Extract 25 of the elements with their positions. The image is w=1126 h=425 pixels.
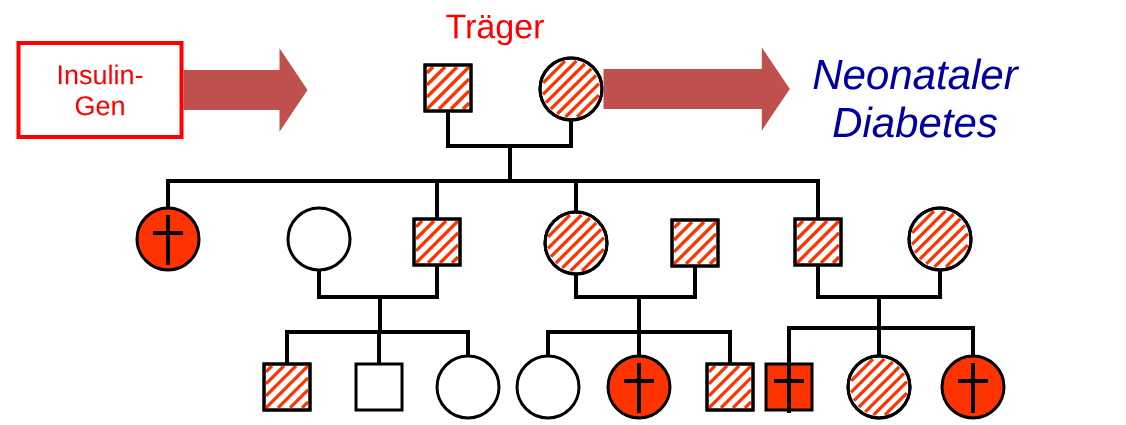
pedigree-circle (940, 354, 1006, 420)
pedigree-circle (515, 354, 581, 420)
pedigree-circle (286, 206, 352, 272)
disease-text: Neonataler Diabetes (813, 58, 1020, 138)
descent-lines (285, 264, 470, 365)
pedigree-square (423, 63, 473, 113)
pedigree-square (354, 362, 404, 412)
pedigree-square (670, 218, 720, 268)
pedigree-square (764, 362, 814, 413)
pedigree-circle (907, 206, 973, 272)
pedigree-circle (846, 354, 912, 420)
descent-lines (546, 265, 732, 365)
descent-lines (787, 264, 975, 365)
pedigree-circle (435, 354, 501, 420)
carrier-label: Träger (446, 14, 544, 46)
gene-box: Insulin-Gen (16, 41, 184, 139)
pedigree-square (262, 362, 312, 412)
pedigree-square (705, 362, 755, 412)
pedigree-circle (543, 210, 609, 276)
pedigree-circle (538, 56, 604, 122)
pedigree-circle (135, 206, 201, 272)
pedigree-square (412, 217, 462, 267)
pedigree-circle (606, 354, 672, 420)
pedigree-square (793, 217, 843, 267)
descent-lines (166, 110, 820, 220)
